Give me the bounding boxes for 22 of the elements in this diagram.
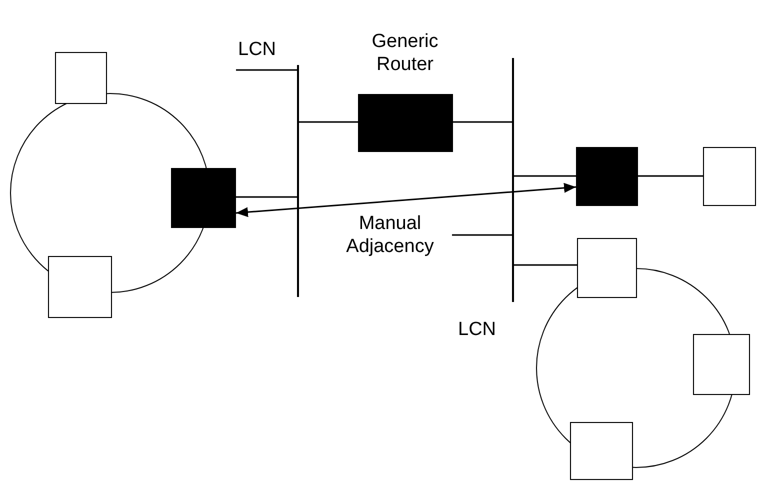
node-box: [703, 147, 756, 206]
bus-line: [297, 65, 299, 297]
connector-line: [514, 175, 576, 177]
connector-line: [514, 264, 577, 266]
node-box: [577, 238, 637, 298]
node-box: [171, 168, 236, 228]
edge-label: Manual Adjacency: [345, 212, 435, 258]
connector-line: [236, 196, 297, 198]
node-box: [570, 422, 633, 480]
network-label: LCN: [458, 318, 496, 341]
node-box: [576, 147, 638, 206]
node-box: [693, 334, 750, 395]
node-caption: Generic Router: [370, 30, 440, 76]
connector-line: [299, 121, 358, 123]
node-box: [55, 52, 107, 104]
node-box: [358, 94, 453, 152]
network-label: LCN: [238, 38, 276, 61]
connector-line: [638, 175, 703, 177]
bus-line: [512, 58, 514, 302]
arrow: [236, 182, 576, 218]
node-box: [48, 256, 112, 318]
connector-line: [453, 121, 512, 123]
